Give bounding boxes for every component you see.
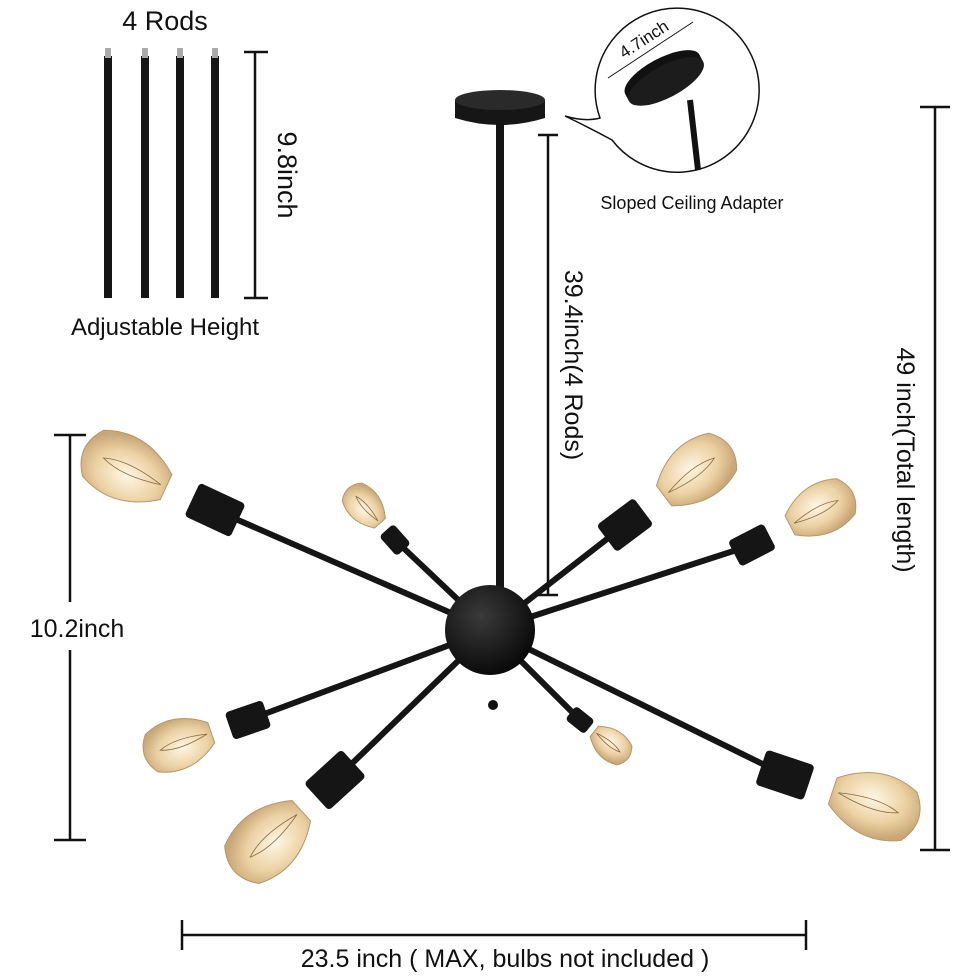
light-arm — [224, 627, 493, 885]
light-arm — [488, 627, 921, 842]
rod-height-dimension-line — [538, 133, 558, 597]
rods-title: 4 Rods — [122, 6, 208, 36]
rod-length-label: 9.8inch — [272, 131, 302, 218]
finial — [488, 700, 498, 710]
ceiling-canopy — [455, 90, 545, 592]
extension-rod — [211, 48, 219, 298]
lamp-socket — [598, 499, 652, 551]
max-width-label: 23.5 inch ( MAX, bulbs not included ) — [301, 945, 710, 973]
edison-bulb — [784, 478, 857, 537]
total-length-dimension-line — [920, 105, 950, 852]
lamp-socket — [380, 525, 410, 555]
down-rod — [496, 124, 504, 592]
edison-bulb — [827, 772, 921, 842]
extension-rod — [104, 48, 112, 298]
rods-caption: Adjustable Height — [71, 314, 259, 341]
max-width-dimension-line — [180, 920, 808, 950]
edison-bulb — [341, 482, 386, 529]
total-length-label: 49 inch(Total length) — [891, 347, 919, 572]
light-arm — [489, 478, 857, 633]
edison-bulb — [142, 718, 216, 773]
lamp-socket — [729, 524, 775, 566]
rod-height-label: 39.4inch(4 Rods) — [559, 270, 587, 460]
edison-bulb — [655, 432, 738, 507]
extension-rods — [104, 48, 219, 298]
extension-rod — [141, 48, 149, 298]
lamp-socket — [225, 701, 271, 739]
lamp-socket — [185, 483, 245, 537]
lamp-socket — [566, 707, 594, 733]
lamp-socket — [305, 751, 365, 809]
sloped-adapter-callout: 4.7inch — [564, 7, 760, 173]
fixture-height-dimension-line — [54, 433, 86, 842]
edison-bulb — [224, 799, 312, 885]
center-sphere — [445, 585, 535, 675]
edison-bulb — [80, 429, 173, 503]
extension-rod — [176, 48, 184, 298]
light-arm — [488, 432, 738, 633]
light-arm — [142, 627, 492, 773]
edison-bulb — [589, 725, 633, 766]
light-arm — [80, 429, 492, 633]
rod-dimension-line — [244, 50, 268, 300]
adapter-caption: Sloped Ceiling Adapter — [600, 193, 783, 213]
lamp-socket — [756, 750, 814, 800]
fixture-height-label: 10.2inch — [30, 615, 125, 643]
